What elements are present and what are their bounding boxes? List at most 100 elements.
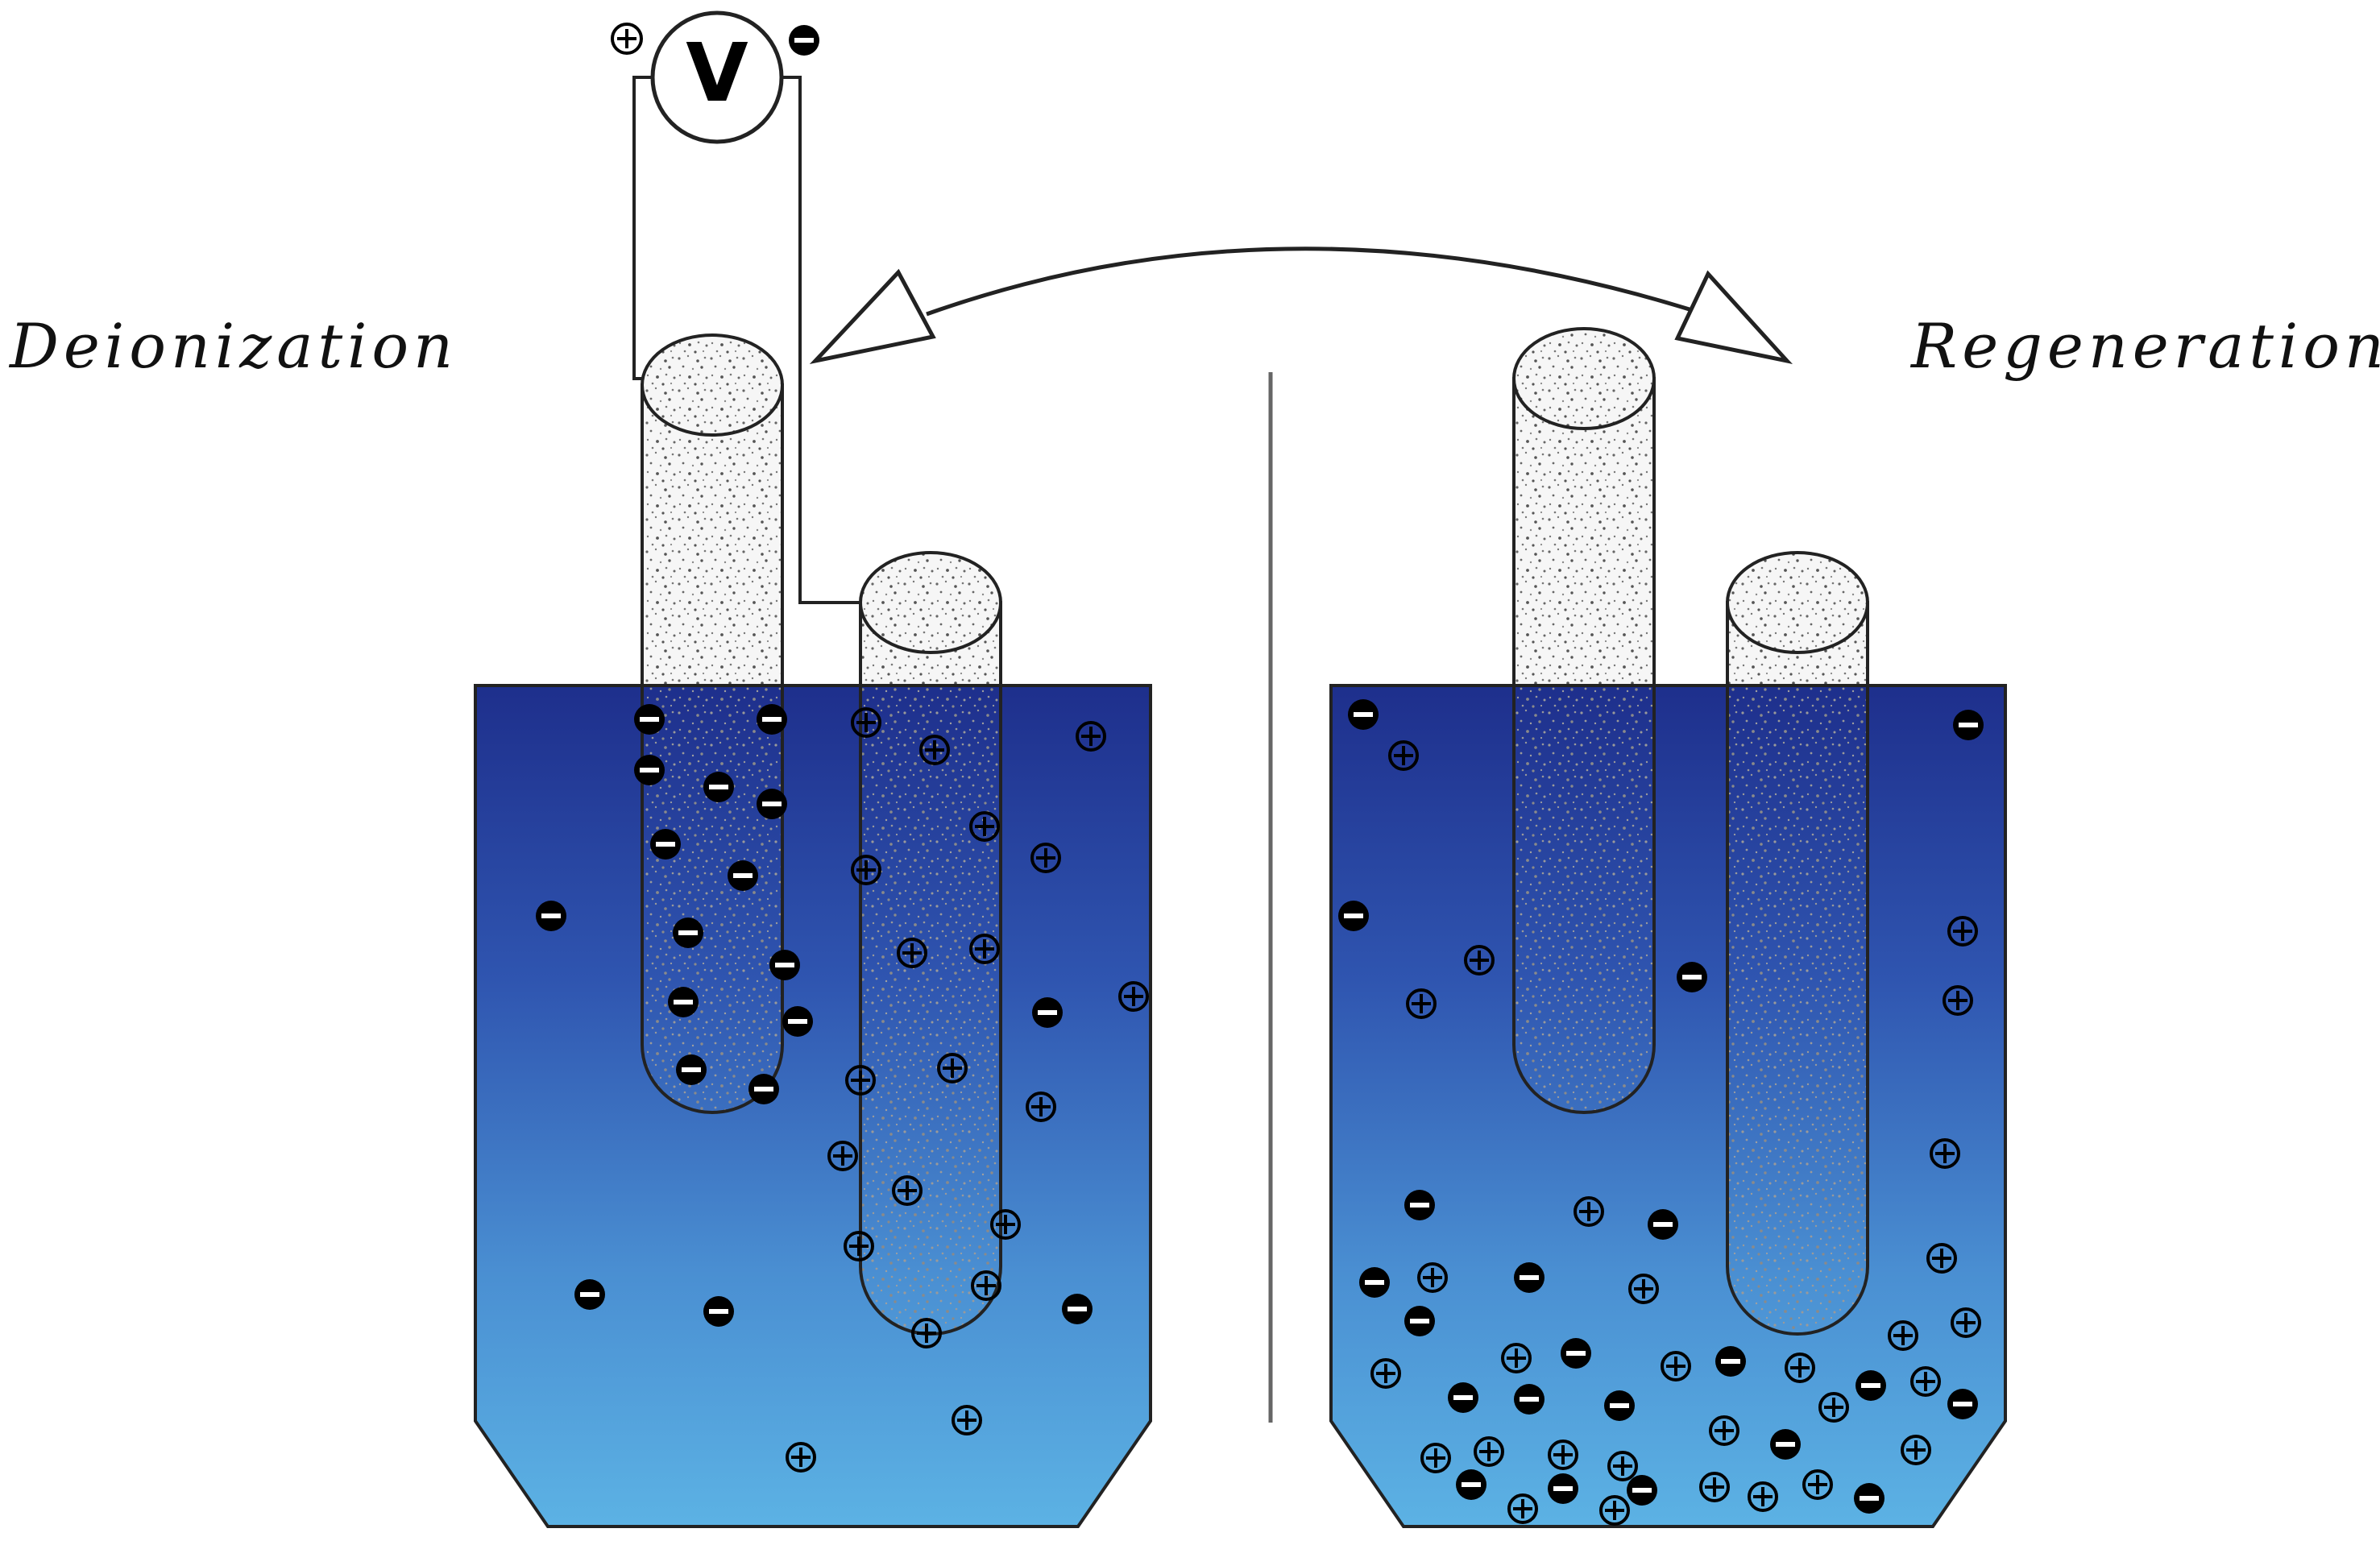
cation-icon <box>1748 1481 1778 1512</box>
anion-icon <box>676 1054 707 1085</box>
anion-icon <box>757 789 787 819</box>
cation-icon <box>827 1141 858 1171</box>
cation-icon <box>969 811 1000 842</box>
cation-icon <box>1388 740 1419 771</box>
anion-icon <box>748 1074 779 1104</box>
deionization-title: Deionization <box>10 310 458 382</box>
cation-icon <box>1943 985 1973 1016</box>
anion-icon <box>650 829 681 860</box>
cation-icon <box>1628 1274 1659 1304</box>
cation-icon <box>1118 981 1149 1012</box>
anion-icon <box>1770 1429 1801 1460</box>
cation-icon <box>1951 1307 1981 1338</box>
cation-icon <box>1802 1469 1833 1500</box>
cation-icon <box>844 1231 874 1261</box>
anion-icon <box>757 704 787 735</box>
regeneration-title: Regeneration <box>1911 310 2380 382</box>
cation-icon <box>1406 988 1437 1019</box>
left-electrode-1 <box>641 333 784 697</box>
anion-icon <box>1855 1370 1886 1401</box>
cation-icon <box>937 1053 968 1083</box>
anion-icon <box>728 860 758 891</box>
cation-icon <box>1464 945 1495 976</box>
anion-icon <box>634 755 665 785</box>
double-headed-arrow-icon <box>809 246 1793 365</box>
anion-icon <box>782 1006 813 1037</box>
anion-icon <box>1338 901 1369 931</box>
anion-icon <box>574 1279 605 1310</box>
anion-icon <box>673 918 703 948</box>
cation-icon <box>1818 1392 1849 1423</box>
cation-icon <box>851 707 881 738</box>
cation-icon <box>1888 1320 1918 1351</box>
anion-icon <box>668 987 699 1017</box>
anion-icon <box>1404 1190 1435 1220</box>
anion-icon <box>769 950 800 980</box>
cation-icon <box>969 934 1000 964</box>
anion-icon <box>1854 1483 1885 1514</box>
right-tank <box>1329 684 2007 1528</box>
anion-icon <box>1348 699 1379 730</box>
cation-icon <box>1926 1243 1957 1274</box>
cation-icon <box>1370 1358 1401 1389</box>
cation-icon <box>897 938 927 968</box>
cation-icon <box>1076 721 1106 752</box>
cation-icon <box>1417 1262 1448 1293</box>
anion-icon <box>1947 1389 1978 1419</box>
anion-icon <box>1456 1469 1486 1500</box>
anion-icon <box>634 704 665 735</box>
anion-icon <box>703 772 734 802</box>
right-electrode-2 <box>1726 551 1869 697</box>
anion-icon <box>1561 1338 1591 1369</box>
anion-icon <box>1359 1267 1390 1298</box>
anion-icon <box>1448 1382 1478 1413</box>
cation-icon <box>1901 1435 1931 1465</box>
cation-icon <box>1026 1092 1056 1122</box>
anion-icon <box>1032 997 1063 1028</box>
left-ions <box>536 704 1149 1473</box>
cation-icon <box>990 1209 1021 1240</box>
cation-icon <box>971 1270 1001 1301</box>
cation-icon <box>919 735 950 765</box>
positive-terminal-icon <box>611 23 643 55</box>
anion-icon <box>1715 1346 1746 1377</box>
cation-icon <box>1501 1343 1532 1373</box>
cation-icon <box>1574 1196 1604 1227</box>
anion-icon <box>1648 1209 1678 1240</box>
cation-icon <box>845 1065 876 1096</box>
left-electrode-2-submerged <box>859 686 1002 1336</box>
cation-icon <box>1599 1495 1630 1526</box>
right-electrode-1-submerged <box>1512 686 1656 1114</box>
anion-icon <box>1514 1384 1545 1415</box>
negative-terminal-icon <box>789 25 819 56</box>
right-panel <box>1329 327 2007 1528</box>
cation-icon <box>851 855 881 885</box>
left-electrode-2 <box>859 551 1002 697</box>
cation-icon <box>1474 1436 1504 1467</box>
anion-icon <box>1404 1306 1435 1336</box>
anion-icon <box>1062 1294 1093 1324</box>
cation-icon <box>1607 1451 1638 1481</box>
cation-icon <box>1699 1472 1730 1502</box>
anion-icon <box>536 901 566 931</box>
cation-icon <box>892 1175 923 1206</box>
voltmeter-label: V <box>686 26 748 120</box>
cation-icon <box>1507 1493 1538 1524</box>
cation-icon <box>911 1318 942 1348</box>
anion-icon <box>1953 710 1984 740</box>
right-electrode-1 <box>1512 327 1656 697</box>
cation-icon <box>1785 1353 1815 1383</box>
right-electrode-2-submerged <box>1726 686 1869 1336</box>
anion-icon <box>1604 1390 1635 1421</box>
cation-icon <box>1910 1366 1941 1397</box>
cation-icon <box>786 1442 816 1473</box>
anion-icon <box>1677 962 1707 992</box>
left-panel <box>474 10 1152 1528</box>
left-electrode-1-submerged <box>641 686 784 1114</box>
cation-icon <box>1420 1443 1451 1473</box>
anion-icon <box>1514 1262 1545 1293</box>
cation-icon <box>1030 843 1061 873</box>
cation-icon <box>1947 916 1978 947</box>
anion-icon <box>1548 1473 1578 1504</box>
